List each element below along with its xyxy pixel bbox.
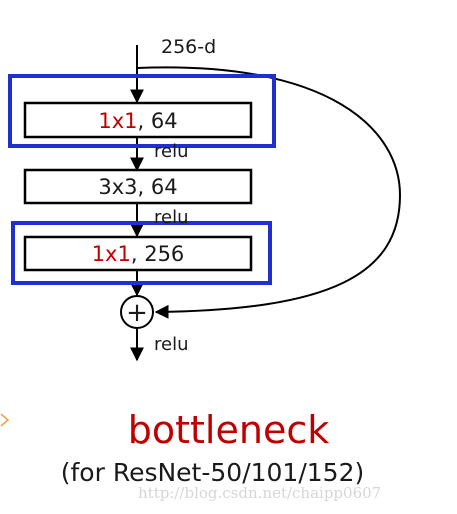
layer-label-3: 1x1, 256 bbox=[92, 242, 185, 266]
watermark: http://blog.csdn.net/chaipp0607 bbox=[138, 484, 382, 502]
layer-2-separator: , bbox=[138, 175, 151, 199]
layer-3-kernel: 1x1 bbox=[92, 242, 131, 266]
layer-label-2: 3x3, 64 bbox=[98, 175, 177, 199]
caption-title: bottleneck bbox=[127, 408, 330, 452]
layer-box-1 bbox=[23, 101, 253, 139]
relu-label-1: relu bbox=[154, 141, 189, 162]
highlight-box-layer-3 bbox=[11, 221, 272, 285]
layer-2-channels: 64 bbox=[151, 175, 178, 199]
layer-label-1: 1x1, 64 bbox=[98, 109, 177, 133]
highlight-box-layer-1 bbox=[8, 74, 276, 148]
input-label: 256-d bbox=[161, 36, 216, 58]
layer-1-separator: , bbox=[138, 109, 151, 133]
addition-node: + bbox=[120, 295, 154, 329]
bullet-chevron-icon bbox=[0, 413, 10, 427]
layer-2-kernel: 3x3 bbox=[98, 175, 137, 199]
diagram-canvas: 256-d 1x1, 64 3x3, 64 1x1, 256 relu relu… bbox=[8, 36, 402, 362]
layer-box-3 bbox=[23, 235, 253, 272]
relu-label-2: relu bbox=[154, 207, 189, 228]
skip-connection bbox=[136, 66, 402, 319]
layer-3-separator: , bbox=[131, 242, 144, 266]
layer-1-channels: 64 bbox=[151, 109, 178, 133]
layer-3-channels: 256 bbox=[144, 242, 184, 266]
caption-subtitle: (for ResNet-50/101/152) bbox=[60, 458, 365, 487]
plus-icon: + bbox=[126, 298, 148, 328]
layer-1-kernel: 1x1 bbox=[98, 109, 137, 133]
layer-box-2 bbox=[23, 168, 253, 205]
relu-label-3: relu bbox=[154, 334, 189, 355]
